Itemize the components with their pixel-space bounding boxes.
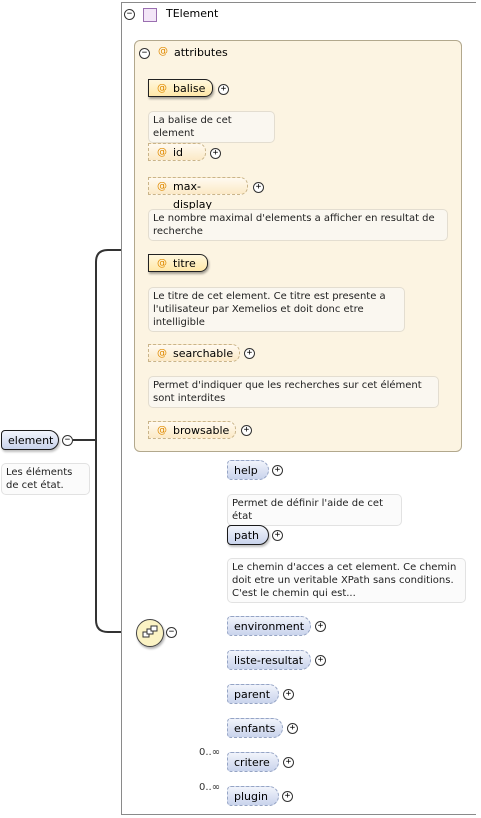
root-element-doc: Les éléments de cet état.: [1, 463, 90, 495]
expand-icon[interactable]: +: [253, 182, 264, 193]
attributes-title: attributes: [174, 46, 228, 59]
attribute-doc: La balise de cet element: [148, 111, 275, 143]
child-doc: Le chemin d'acces a cet element. Ce chem…: [227, 558, 466, 603]
attribute-searchable[interactable]: @ searchable: [148, 344, 240, 362]
collapse-type-icon[interactable]: −: [124, 9, 135, 20]
root-element-node[interactable]: element: [1, 430, 59, 450]
child-element-help[interactable]: help: [227, 460, 269, 480]
attribute-browsable[interactable]: @ browsable: [148, 421, 236, 439]
occurrence-label: 0..∞: [199, 747, 221, 758]
expand-icon[interactable]: +: [218, 84, 229, 95]
expand-icon[interactable]: +: [244, 348, 255, 359]
attribute-name: titre: [173, 257, 196, 270]
collapse-element-icon[interactable]: −: [62, 435, 73, 446]
attribute-name: balise: [173, 82, 206, 95]
sequence-glyph-icon: [142, 625, 158, 638]
attribute-name: browsable: [173, 424, 230, 437]
type-square-icon: [143, 8, 157, 22]
expand-icon[interactable]: +: [315, 655, 326, 666]
attribute-at-icon: @: [157, 147, 167, 158]
attribute-at-icon: @: [157, 181, 167, 192]
child-element-path[interactable]: path: [227, 525, 269, 545]
expand-icon[interactable]: +: [287, 723, 298, 734]
attribute-at-icon: @: [158, 46, 168, 57]
attribute-name: searchable: [173, 347, 234, 360]
attribute-doc: Le nombre maximal d'elements a afficher …: [148, 209, 448, 241]
attribute-at-icon: @: [157, 425, 167, 436]
type-name: TElement: [166, 7, 219, 20]
child-element-plugin[interactable]: plugin: [227, 786, 279, 806]
expand-icon[interactable]: +: [315, 621, 326, 632]
attribute-doc: Le titre de cet element. Ce titre est pr…: [148, 287, 405, 332]
expand-icon[interactable]: +: [283, 689, 294, 700]
attribute-at-icon: @: [157, 258, 167, 269]
expand-icon[interactable]: +: [272, 465, 283, 476]
expand-icon[interactable]: +: [282, 791, 293, 802]
sequence-compositor-icon[interactable]: [136, 619, 164, 647]
attribute-name: id: [173, 146, 184, 159]
attribute-name: max-display: [173, 180, 213, 211]
collapse-sequence-icon[interactable]: −: [166, 627, 177, 638]
expand-icon[interactable]: +: [241, 425, 252, 436]
attribute-titre[interactable]: @ titre: [148, 254, 208, 272]
child-element-enfants[interactable]: enfants: [227, 718, 283, 738]
attribute-max-display[interactable]: @ max-display: [148, 177, 248, 211]
child-element-environment[interactable]: environment: [227, 616, 311, 636]
occurrence-label: 0..∞: [199, 782, 221, 793]
attribute-doc: Permet d'indiquer que les recherches sur…: [148, 376, 439, 408]
expand-icon[interactable]: +: [283, 757, 294, 768]
child-element-critere[interactable]: critere: [227, 752, 279, 772]
attribute-id[interactable]: @ id: [148, 143, 206, 161]
expand-icon[interactable]: +: [210, 148, 221, 159]
expand-icon[interactable]: +: [272, 530, 283, 541]
child-doc: Permet de définir l'aide de cet état: [227, 494, 402, 526]
child-element-liste-resultat[interactable]: liste-resultat: [227, 650, 311, 670]
attribute-balise[interactable]: @ balise: [148, 79, 213, 97]
attribute-at-icon: @: [157, 83, 167, 94]
collapse-attributes-icon[interactable]: −: [139, 48, 150, 59]
attribute-at-icon: @: [157, 348, 167, 359]
child-element-parent[interactable]: parent: [227, 684, 279, 704]
